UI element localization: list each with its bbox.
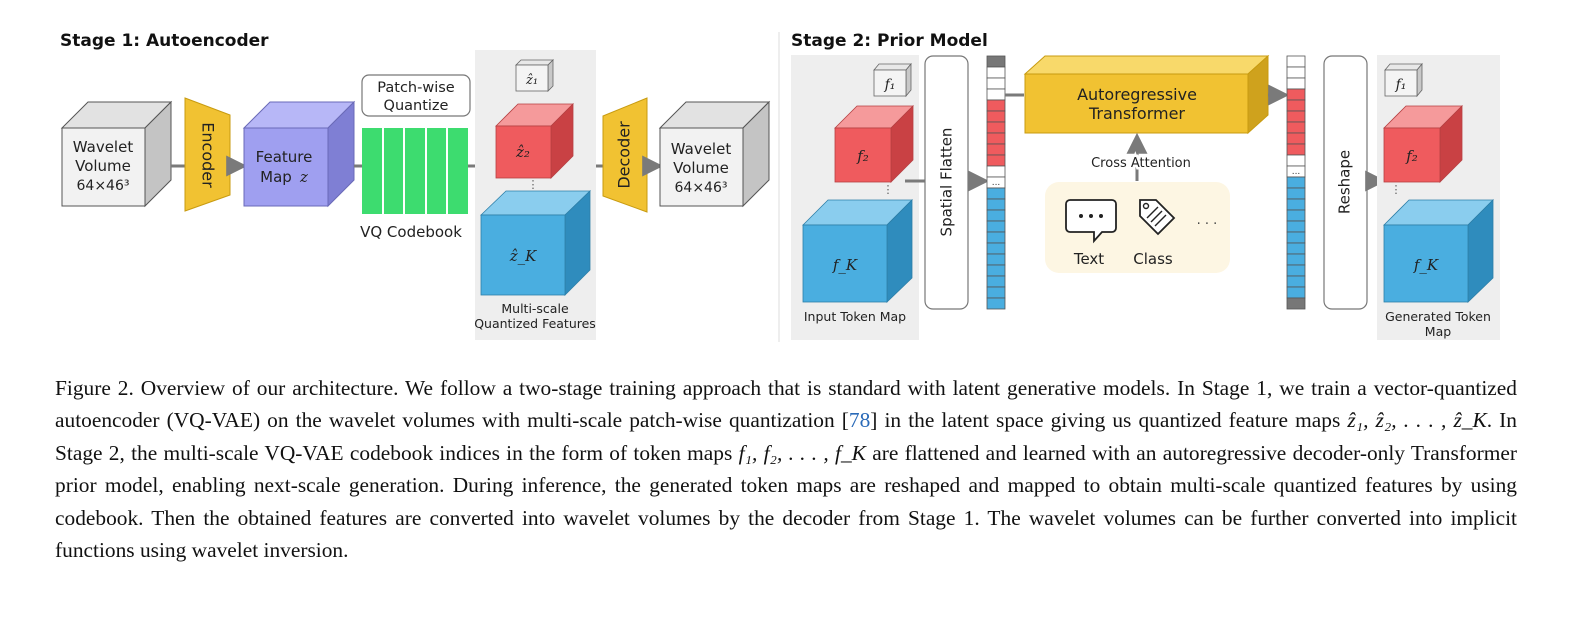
encoder-block: Encoder (184, 97, 231, 212)
transformer-line2: Transformer (1088, 104, 1185, 123)
input-seq-ellipsis: ... (992, 178, 1001, 188)
caption-math-f: f₁, f₂, . . . , f_K (738, 440, 866, 465)
input-wavelet-volume: Wavelet Volume 64×46³ (60, 100, 173, 208)
generated-caption-line1: Generated Token (1385, 309, 1491, 324)
caption-part-4: are flattened and learned with an autore… (55, 440, 1518, 563)
quantize-line2: Quantize (384, 98, 449, 114)
reshape-label: Reshape (1336, 150, 1354, 214)
input-f2-cube: f₂ (834, 105, 914, 183)
output-volume-line2: Volume (673, 159, 729, 177)
feature-map-line1: Feature (256, 148, 313, 166)
class-condition-label: Class (1133, 250, 1173, 268)
input-f1-label: f₁ (884, 77, 896, 93)
zk-label: ẑ_K (509, 247, 537, 265)
feature-map-var: z (299, 168, 308, 186)
output-volume-line1: Wavelet (671, 140, 732, 158)
output-f2-label: f₂ (1405, 147, 1418, 165)
output-token-sequence: ... (1286, 55, 1306, 310)
output-seq-ellipsis: ... (1292, 167, 1301, 177)
transformer-line1: Autoregressive (1077, 85, 1197, 104)
stage2-title: Stage 2: Prior Model (791, 31, 988, 51)
cross-attention-label: Cross Attention (1091, 156, 1191, 171)
input-f2-label: f₂ (856, 147, 869, 165)
z2-label: ẑ₂ (515, 143, 530, 161)
z2-cube: ẑ₂ (495, 103, 574, 179)
input-fk-label: f_K (832, 256, 858, 274)
generated-token-map-panel: f₁ f₂ ⋮ f_K Generated Token Map (1377, 55, 1500, 340)
reshape-block: Reshape (1323, 55, 1368, 310)
generated-caption-line2: Map (1425, 324, 1451, 339)
svg-text:⋮: ⋮ (1391, 183, 1402, 196)
feature-map-line2: Map (260, 168, 292, 186)
input-fk-cube: f_K (802, 199, 913, 303)
stage1-title: Stage 1: Autoencoder (60, 31, 269, 51)
input-token-map-panel: f₁ f₂ ⋮ f_K Input Token Map (791, 55, 919, 340)
output-volume-dims: 64×46³ (675, 180, 728, 196)
svg-text:⋮: ⋮ (883, 183, 894, 196)
decoder-block: Decoder (602, 97, 648, 213)
output-f1-cube: f₁ (1384, 62, 1423, 98)
output-fk-cube: f_K (1383, 199, 1494, 303)
zk-cube: ẑ_K (480, 190, 591, 296)
caption-part-3: . In Stage 2, the multi-scale VQ-VAE cod… (55, 408, 1517, 465)
citation-link[interactable]: 78 (848, 408, 871, 433)
figure-caption: Figure 2. Overview of our architecture. … (55, 372, 1517, 566)
input-f1-cube: f₁ (873, 62, 912, 98)
architecture-figure: Stage 1: Autoencoder Wavelet Volume 64×4… (60, 31, 1500, 342)
features-caption-line1: Multi-scale (501, 301, 569, 316)
z1-label: ẑ₁ (525, 73, 538, 88)
caption-math-z: ẑ₁, ẑ₂, . . . , ẑ_K (1347, 408, 1487, 433)
output-f2-cube: f₂ (1383, 105, 1463, 183)
caption-part-2: ] in the latent space giving us quantize… (870, 408, 1348, 433)
spatial-flatten-block: Spatial Flatten (924, 55, 969, 310)
patchwise-quantize-box: Patch-wise Quantize (361, 74, 471, 117)
decoder-label: Decoder (615, 121, 634, 189)
condition-box: Text Class · · · (1045, 182, 1230, 273)
class-tag-icon (1139, 199, 1176, 236)
text-condition-icon (1065, 199, 1117, 244)
vq-codebook: VQ Codebook (360, 128, 468, 241)
output-f1-label: f₁ (1395, 77, 1407, 93)
spatial-flatten-label: Spatial Flatten (938, 128, 956, 237)
features-caption-line2: Quantized Features (474, 316, 596, 331)
caption-part-1: Figure 2. Overview of our architecture. … (55, 376, 1517, 433)
condition-more: · · · (1197, 217, 1218, 232)
autoregressive-transformer-block: Autoregressive Transformer (1023, 54, 1270, 135)
encoder-label: Encoder (199, 122, 218, 188)
input-volume-line1: Wavelet (73, 138, 134, 156)
codebook-label: VQ Codebook (360, 223, 462, 241)
feature-map-z: Feature Map z (242, 100, 356, 208)
input-token-sequence: ... (986, 55, 1006, 310)
output-fk-label: f_K (1413, 256, 1439, 274)
z1-cube: ẑ₁ (515, 59, 554, 92)
svg-text:⋮: ⋮ (528, 178, 539, 191)
output-wavelet-volume: Wavelet Volume 64×46³ (658, 100, 771, 208)
input-volume-dims: 64×46³ (77, 178, 130, 194)
input-volume-line2: Volume (75, 157, 131, 175)
multiscale-features-panel: ẑ₁ ẑ₂ ⋮ ẑ_K Multi-scale Quantized Featur… (474, 50, 596, 340)
input-token-map-caption: Input Token Map (804, 309, 906, 324)
quantize-line1: Patch-wise (377, 80, 454, 96)
text-condition-label: Text (1073, 250, 1104, 268)
